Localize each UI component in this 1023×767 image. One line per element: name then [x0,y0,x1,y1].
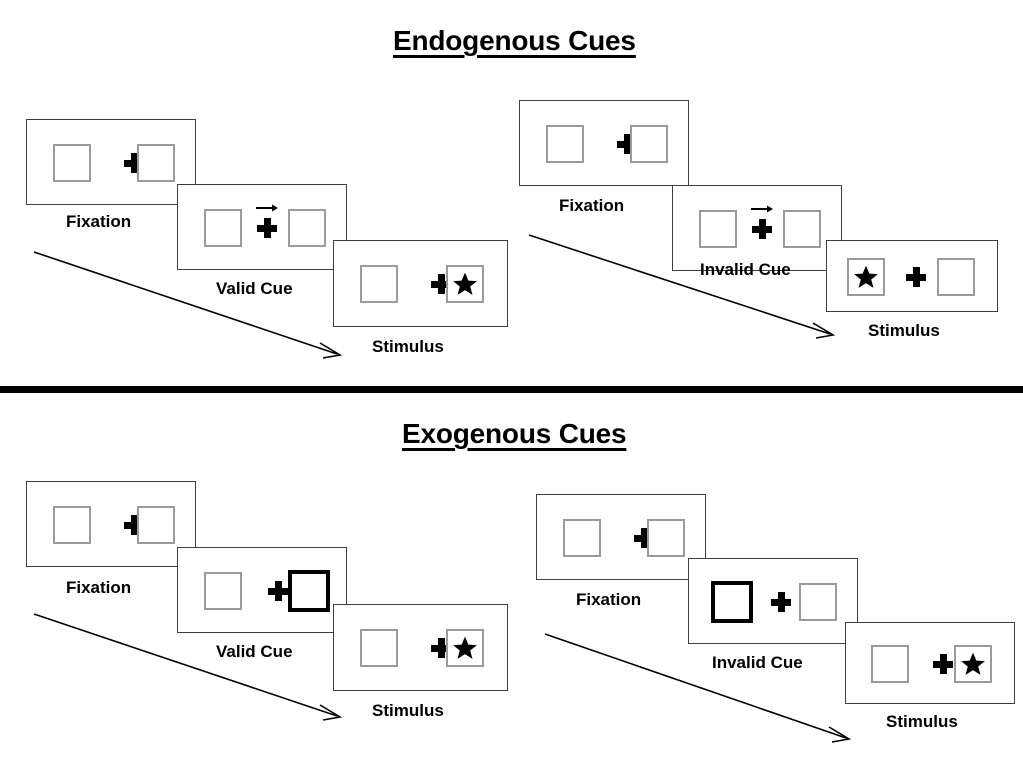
left-box [53,506,91,544]
trial-panel-endo-valid-fixation [26,119,196,205]
caption-exo-invalid-cue: Invalid Cue [712,653,803,672]
caption-exo-invalid-fixation: Fixation [576,590,642,609]
fixation-cross-icon [906,267,926,287]
left-box [699,210,737,248]
trial-panel-exo-invalid-fixation [536,494,706,580]
left-box [360,265,398,303]
caption-endo-valid-stimulus: Stimulus [372,337,444,356]
right-box [137,506,175,544]
caption-exo-valid-stimulus: Stimulus [372,701,444,720]
fixation-cross-icon [124,515,144,535]
caption-endo-invalid-fixation: Fixation [559,196,625,215]
left-box [563,519,601,557]
endo-valid-timeline-arrow [33,251,343,359]
fixation-cross-icon [268,581,288,601]
left-box-target [847,258,885,296]
left-box [204,209,242,247]
caption-endo-valid-cue: Valid Cue [216,279,293,298]
right-box [783,210,821,248]
arrow-right-cue-icon [256,204,278,212]
trial-panel-endo-invalid-cue [672,185,842,271]
right-box [937,258,975,296]
trial-panel-endo-valid-stimulus [333,240,508,327]
right-box [799,583,837,621]
left-box [871,645,909,683]
trial-panel-exo-invalid-stimulus [845,622,1015,704]
section-heading-exogenous: Exogenous Cues [402,418,627,449]
exo-invalid-timeline-arrow [544,633,852,743]
right-box [288,209,326,247]
trial-panel-exo-valid-stimulus [333,604,508,691]
fixation-cross-icon [771,592,791,612]
right-box-cued [288,570,330,612]
endo-invalid-timeline-arrow [528,234,836,339]
fixation-cross-icon [634,528,654,548]
right-box-target [446,629,484,667]
trial-panel-endo-invalid-fixation [519,100,689,186]
trial-panel-exo-valid-fixation [26,481,196,567]
star-icon [453,636,477,659]
caption-exo-valid-cue: Valid Cue [216,642,293,661]
fixation-cross-icon [257,218,277,238]
right-box-target [446,265,484,303]
fixation-cross-icon [752,219,772,239]
left-box [360,629,398,667]
caption-endo-invalid-stimulus: Stimulus [868,321,940,340]
left-box-cued [711,581,753,623]
right-box [137,144,175,182]
exo-valid-timeline-arrow [33,613,343,721]
fixation-cross-icon [431,638,451,658]
trial-panel-exo-invalid-cue [688,558,858,644]
trial-panel-exo-valid-cue [177,547,347,633]
left-box [546,125,584,163]
fixation-cross-icon [933,654,953,674]
right-box [647,519,685,557]
right-box [630,125,668,163]
left-box [204,572,242,610]
caption-exo-valid-fixation: Fixation [66,578,132,597]
section-heading-endogenous: Endogenous Cues [393,25,636,56]
trial-panel-endo-valid-cue [177,184,347,270]
right-box-target [954,645,992,683]
fixation-cross-icon [431,274,451,294]
arrow-right-cue-icon [751,205,773,213]
caption-endo-valid-fixation: Fixation [66,212,132,231]
fixation-cross-icon [617,134,637,154]
trial-panel-endo-invalid-stimulus [826,240,998,312]
caption-exo-invalid-stimulus: Stimulus [886,712,958,731]
star-icon [961,652,985,675]
section-divider [0,386,1023,393]
star-icon [453,272,477,295]
star-icon [854,265,878,288]
caption-endo-invalid-cue: Invalid Cue [700,260,791,279]
fixation-cross-icon [124,153,144,173]
left-box [53,144,91,182]
